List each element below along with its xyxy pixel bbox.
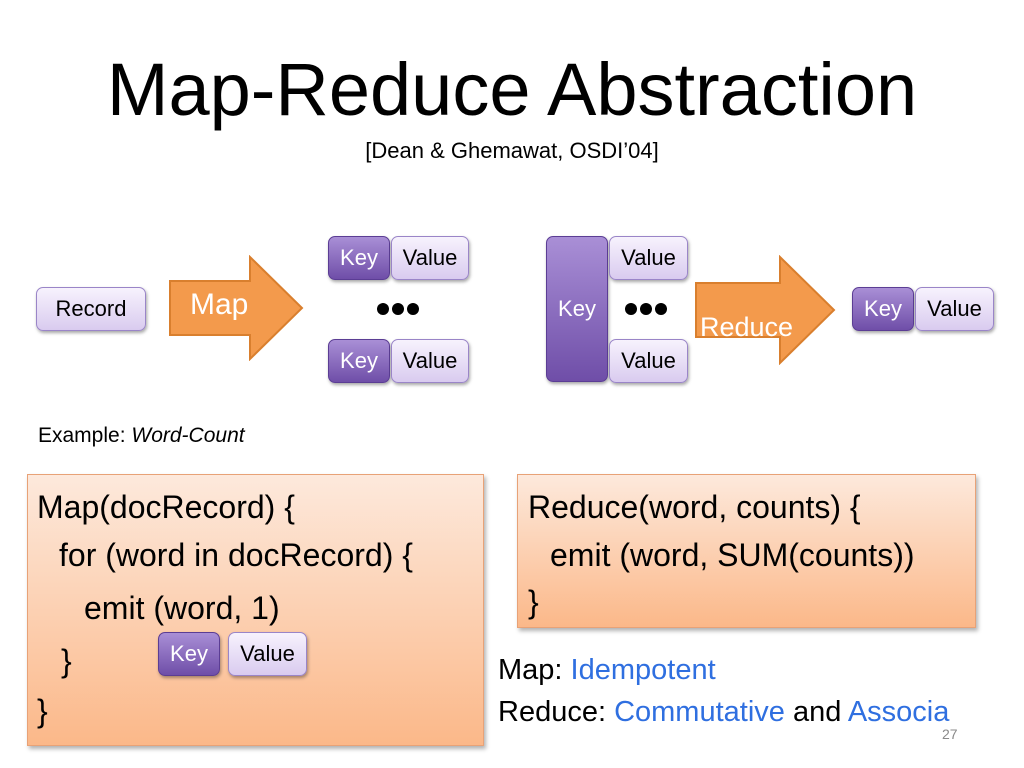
- ellipsis-dots-map: [377, 303, 419, 315]
- reduce-code-line-2: emit (word, SUM(counts)): [550, 537, 915, 573]
- key-label: Key: [340, 245, 378, 270]
- reduce-property: Reduce: Commutative and Associa: [498, 696, 1024, 729]
- map-property: Map: Idempotent: [498, 654, 716, 687]
- reduce-output-key: Key: [852, 287, 914, 331]
- reduce-input-value-1: Value: [609, 236, 688, 280]
- map-output-value-2: Value: [391, 339, 469, 383]
- reduce-property-value-2: Associa: [847, 696, 950, 728]
- value-label: Value: [927, 296, 982, 321]
- key-label: Key: [864, 296, 902, 321]
- map-property-value: Idempotent: [570, 654, 716, 686]
- value-label: Value: [621, 245, 676, 270]
- value-label: Value: [402, 245, 458, 270]
- key-label: Key: [558, 296, 596, 321]
- citation: [Dean & Ghemawat, OSDI’04]: [365, 138, 659, 163]
- record-box: Record: [36, 287, 146, 331]
- map-output-key-1: Key: [328, 236, 390, 280]
- emit-value: Value: [228, 632, 307, 676]
- example-name: Word-Count: [131, 424, 245, 447]
- map-output-value-1: Value: [391, 236, 469, 280]
- reduce-label: Reduce: [700, 312, 794, 342]
- reduce-code-line-1: Reduce(word, counts) {: [528, 489, 861, 525]
- key-label: Key: [170, 641, 208, 666]
- reduce-property-value-1: Commutative: [614, 696, 785, 728]
- reduce-input-value-2: Value: [609, 339, 688, 383]
- map-code-line-1: Map(docRecord) {: [37, 489, 295, 525]
- map-code-box: [27, 474, 484, 746]
- example-label: Example: Word-Count: [38, 424, 245, 448]
- emit-key: Key: [158, 632, 220, 676]
- reduce-code-box: [517, 474, 976, 628]
- reduce-property-prefix: Reduce:: [498, 696, 615, 728]
- map-code-line-4: }: [61, 643, 72, 679]
- reduce-input-key: Key: [546, 236, 608, 382]
- key-label: Key: [340, 348, 378, 373]
- example-prefix: Example:: [38, 424, 132, 447]
- map-code-line-2: for (word in docRecord) {: [59, 537, 413, 573]
- map-output-key-2: Key: [328, 339, 390, 383]
- map-code-line-5: }: [37, 693, 48, 729]
- map-arrow: [169, 255, 304, 361]
- value-label: Value: [240, 641, 295, 666]
- reduce-property-and: and: [784, 696, 848, 728]
- map-property-prefix: Map:: [498, 654, 571, 686]
- reduce-code-line-3: }: [528, 584, 539, 620]
- reduce-output-value: Value: [915, 287, 994, 331]
- slide-title: Map-Reduce Abstraction: [106, 48, 918, 131]
- reduce-arrow: [695, 255, 836, 365]
- page-number: 27: [942, 726, 958, 742]
- value-label: Value: [621, 348, 676, 373]
- value-label: Value: [402, 348, 458, 373]
- ellipsis-dots-reduce: [625, 303, 667, 315]
- map-label: Map: [190, 288, 249, 321]
- map-code-line-3: emit (word, 1): [84, 590, 280, 626]
- record-label: Record: [55, 296, 127, 321]
